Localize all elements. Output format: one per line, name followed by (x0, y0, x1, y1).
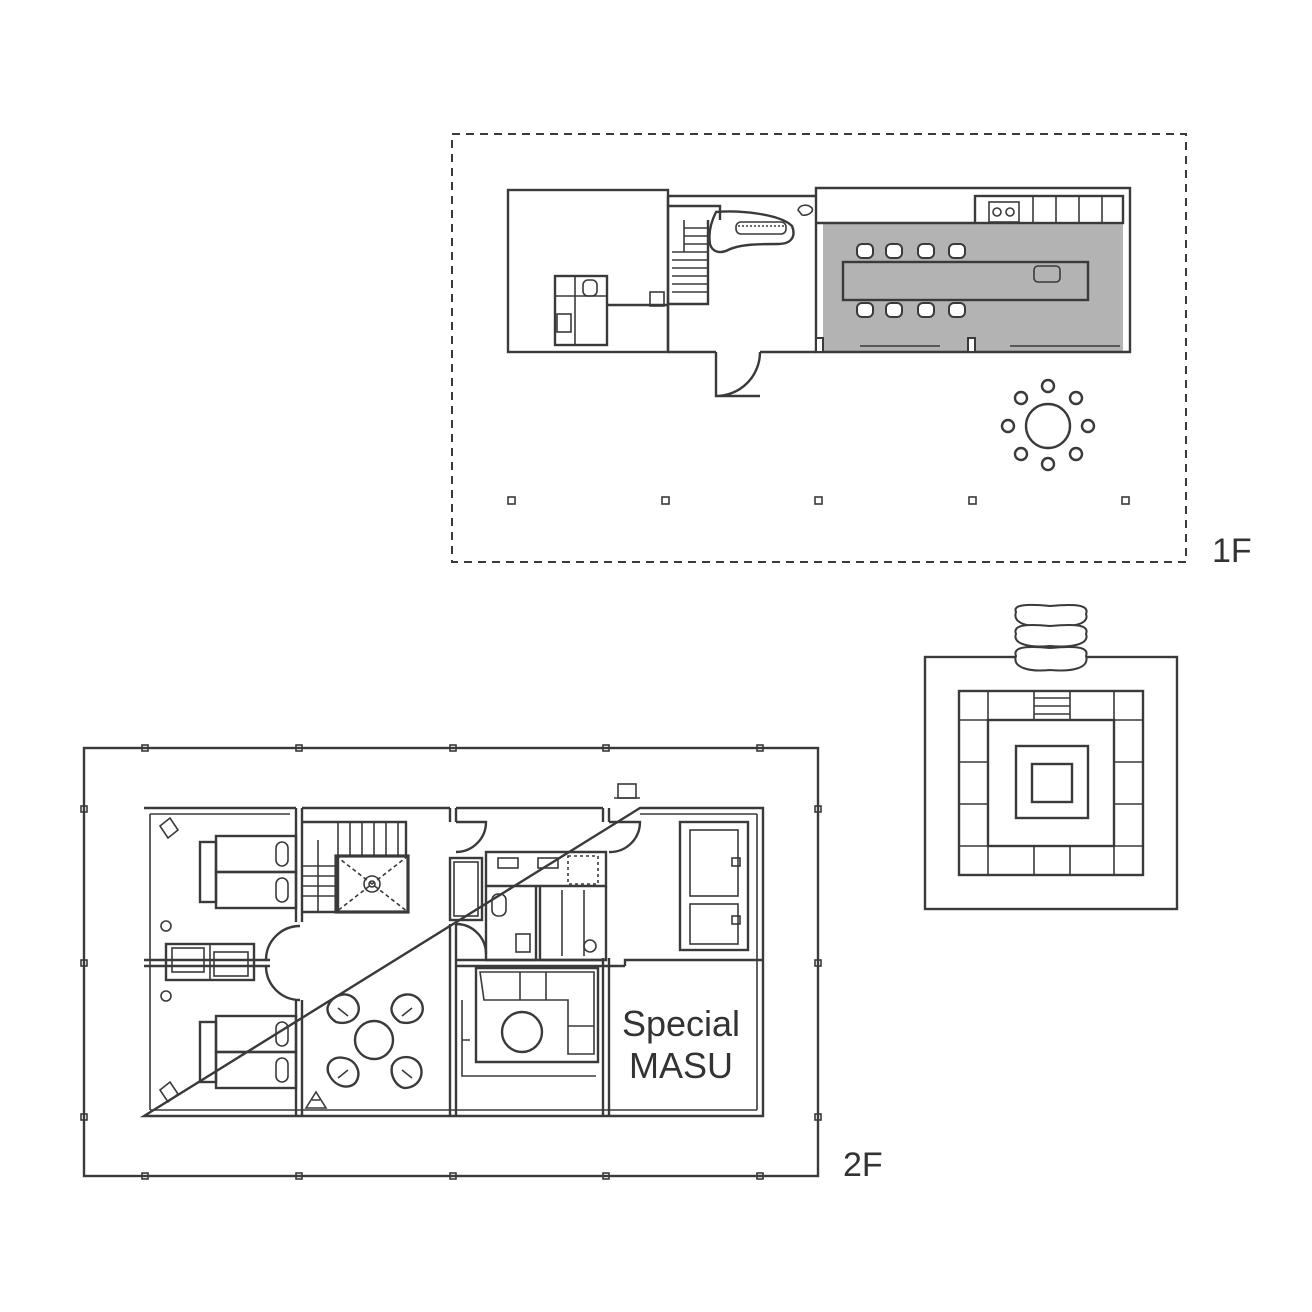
shower-icon (334, 854, 410, 914)
piano-icon (708, 210, 795, 254)
entrance-door (714, 351, 762, 398)
bathroom-block (553, 274, 609, 347)
masu-grid-lines (959, 691, 1143, 875)
sink-icon (556, 313, 572, 333)
bedroom-door-lower (264, 965, 301, 1002)
first-floor-site-boundary (451, 133, 1187, 563)
first-floor-columns (507, 496, 1130, 505)
first-floor-label: 1F (1212, 532, 1252, 570)
kitchen-island (841, 260, 1090, 302)
second-floor-label: 2F (843, 1146, 883, 1184)
toilet-icon (582, 279, 598, 297)
closet (448, 856, 484, 922)
bedroom3-bunks (678, 820, 750, 952)
kitchen-highlight-area (823, 223, 1123, 351)
outdoor-round-table (1000, 378, 1096, 472)
masu-roof-plan (923, 603, 1179, 911)
plant-triangle-icon (304, 1090, 328, 1109)
bed-lower (198, 1014, 298, 1090)
lounge-sofa (461, 966, 600, 1077)
vanity-counter (484, 850, 608, 888)
toilet-2f (484, 886, 538, 962)
second-floor-inner-walls (149, 813, 758, 1111)
second-floor-outer-walls (139, 806, 765, 1118)
second-floor-stair (302, 820, 408, 914)
storage-block (506, 188, 670, 354)
desk-right-panel (213, 951, 249, 977)
masu-center-inner (1030, 762, 1074, 804)
bed-upper (198, 834, 298, 910)
column-marker (649, 291, 665, 307)
balcony-posts (80, 744, 822, 1180)
floor-lamp-icons (158, 816, 180, 1104)
masu-frame (957, 689, 1145, 877)
closet-inner (453, 861, 479, 917)
bedroom3-door (608, 820, 642, 854)
stove-icon (988, 201, 1020, 223)
masu-ladder (1034, 697, 1070, 715)
masu-center-outer (1014, 744, 1090, 820)
special-masu-label-line1: Special (622, 1003, 740, 1044)
island-sink-icon (1033, 265, 1061, 283)
bathtub-area (538, 886, 608, 962)
bedroom-partition (144, 808, 304, 1116)
second-floor-plan: Special MASU 2F (80, 744, 883, 1184)
bedroom-door-upper (264, 924, 301, 961)
island-stools (856, 243, 966, 318)
kitchen-walls (814, 186, 1132, 354)
masu-outer-deck (923, 655, 1179, 911)
kitchen-window-frames (815, 337, 1120, 353)
masu-inner-frame (986, 718, 1116, 848)
second-floor-balcony (82, 746, 820, 1178)
kitchen-counter (973, 194, 1125, 225)
desk-left-panel (171, 947, 205, 973)
corridor-walls (666, 194, 816, 354)
cushion-stack-icon (1014, 603, 1088, 672)
hat-icon (617, 783, 637, 799)
bath-door-lower (455, 922, 488, 955)
first-floor-stair (668, 204, 722, 306)
special-masu-label-line2: MASU (629, 1045, 733, 1086)
living-seating (326, 993, 424, 1090)
plant-icon (797, 204, 814, 216)
bath-door-upper (455, 820, 488, 854)
first-floor-plan: 1F (451, 133, 1252, 570)
